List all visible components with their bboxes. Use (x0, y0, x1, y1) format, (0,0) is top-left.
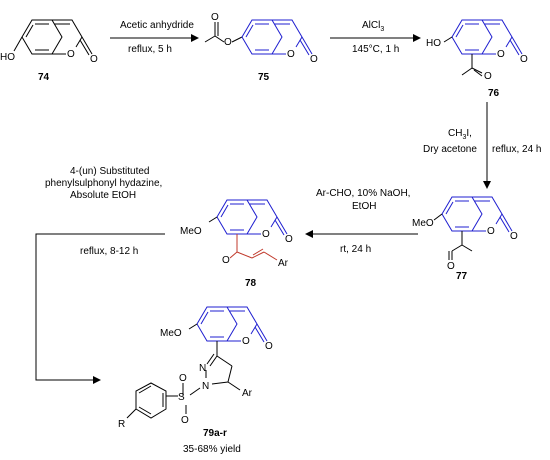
yield-label: 35-68% yield (183, 444, 241, 455)
step3-conditions: reflux, 24 h (492, 144, 541, 155)
ester-carbonyl-oxygen: O (211, 12, 219, 23)
compound-78: O O O Ar MeO 78 (180, 199, 293, 289)
step1-conditions: reflux, 5 h (128, 44, 172, 55)
ring-oxygen: O (287, 49, 295, 60)
hydroxyl-label: HO (0, 52, 15, 63)
methoxy-label: MeO (412, 218, 434, 229)
step5-reagent-line1: 4-(un) Substituted (70, 166, 150, 177)
step4-reagents-line2: EtOH (352, 201, 376, 212)
ring-oxygen: O (67, 49, 75, 60)
lactone-oxygen: O (310, 54, 318, 65)
step2-conditions: 145°C, 1 h (352, 44, 399, 55)
pyrazoline-n1-label: N (202, 381, 209, 392)
step5-reagent-line3: Absolute EtOH (70, 190, 136, 201)
compound-79a-r: MeO O O N N S O O Ar R 79a-r 35-68% yiel… (118, 306, 273, 455)
lactone-oxygen: O (520, 54, 528, 65)
step3-reagent: CH3I, (448, 128, 472, 141)
sulfur-label: S (178, 392, 185, 403)
aryl-label: Ar (278, 258, 289, 269)
ring-oxygen: O (497, 49, 505, 60)
compound-number-79a-r: 79a-r (203, 428, 227, 439)
ring-oxygen: O (487, 226, 495, 237)
step2-reagent: AlCl3 (362, 20, 384, 33)
arrow-step-5 (35, 233, 165, 384)
compound-number-78: 78 (245, 278, 257, 289)
step3-solvent: Dry acetone (423, 144, 477, 155)
step4-conditions: rt, 24 h (340, 244, 371, 255)
compound-number-75: 75 (258, 72, 270, 83)
step5-reagent-line2: phenylsulphonyl hydazine, (45, 178, 162, 189)
ester-oxygen: O (224, 37, 232, 48)
methoxy-label: MeO (160, 328, 182, 339)
compound-number-74: 74 (38, 72, 50, 83)
step5-conditions: reflux, 8-12 h (80, 246, 138, 257)
enone-oxygen: O (222, 255, 230, 266)
compound-75: O O O O 75 (204, 12, 318, 83)
ring-oxygen: O (262, 229, 270, 240)
lactone-oxygen: O (265, 341, 273, 352)
ring-oxygen: O (242, 336, 250, 347)
lactone-oxygen: O (285, 234, 293, 245)
step1-reagent: Acetic anhydride (120, 20, 194, 31)
compound-number-77: 77 (456, 271, 468, 282)
step4-reagents-line1: Ar-CHO, 10% NaOH, (316, 188, 410, 199)
sulfonyl-oxygen-bottom: O (181, 415, 189, 426)
hydroxyl-label: HO (426, 38, 441, 49)
compound-76: O O O HO 76 (426, 19, 528, 99)
aryl-label: Ar (242, 388, 253, 399)
r-group-label: R (118, 419, 125, 430)
methoxy-label: MeO (180, 226, 202, 237)
compound-number-76: 76 (488, 88, 500, 99)
acetyl-oxygen: O (447, 261, 455, 272)
compound-74: O O HO 74 (0, 19, 98, 83)
lactone-oxygen: O (90, 54, 98, 65)
sulfonyl-oxygen-top: O (179, 373, 187, 384)
lactone-oxygen: O (510, 231, 518, 242)
acetyl-oxygen: O (484, 71, 492, 82)
pyrazoline-n2-label: N (199, 363, 206, 374)
compound-77: O O O MeO 77 (412, 196, 518, 282)
